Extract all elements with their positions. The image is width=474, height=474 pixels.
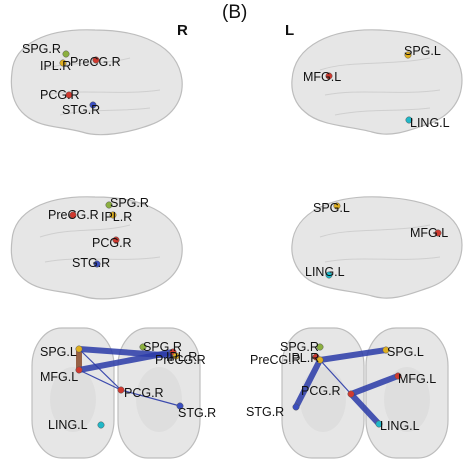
sulcus-line xyxy=(44,256,161,263)
node-pcg-r xyxy=(112,236,120,244)
sulcus-line xyxy=(39,224,131,238)
node-ipl-r xyxy=(172,352,180,360)
node-spg-r xyxy=(139,343,147,351)
label-ling-l: LING.L xyxy=(380,419,420,433)
label-ipl-r: IPL.R xyxy=(166,350,197,364)
node-ling-l xyxy=(325,271,333,279)
sulcus-line xyxy=(334,107,431,116)
label-ling-l: LING.L xyxy=(305,265,345,279)
label-spg-l: SPG.L xyxy=(313,201,350,215)
inner-shading xyxy=(50,367,96,432)
connection-edges xyxy=(76,346,401,427)
label-stg-r: STG.R xyxy=(246,405,284,419)
inner-shading xyxy=(136,367,182,432)
label-spg-r: SPG.R xyxy=(22,42,61,56)
node-stg-r xyxy=(176,402,184,410)
label-precg-r: PreCG.R xyxy=(48,208,99,222)
panel-label: (B) xyxy=(222,2,248,23)
node-spg-r xyxy=(105,201,113,209)
label-pcg-r: PCG.R xyxy=(124,386,164,400)
node-ipl-r xyxy=(59,59,67,67)
label-ling-l: LING.L xyxy=(48,418,88,432)
node-ipl-r xyxy=(316,356,324,364)
label-pcg-r: PCG.R xyxy=(92,236,132,250)
brain-medial-right xyxy=(10,196,183,300)
label-stg-r: STG.R xyxy=(72,256,110,270)
label-ling-l: LING.L xyxy=(410,116,450,130)
label-spg-l: SPG.L xyxy=(387,345,424,359)
right-hemisphere-label: R xyxy=(177,22,188,39)
brain-medial-left xyxy=(291,196,463,299)
brain-surfaces xyxy=(10,29,463,459)
node-precg-r xyxy=(69,211,77,219)
region-labels: SPG.RIPL.RPreCG.RPCG.RSTG.RSPG.LMFG.LLIN… xyxy=(22,42,450,433)
label-precg-r: PreCG.R xyxy=(70,55,121,69)
node-ipl-r xyxy=(109,211,117,219)
edge-mfg-l-to-pcg-r xyxy=(78,369,122,391)
label-ipl-r: IPL.R xyxy=(288,351,319,365)
label-spg-l: SPG.L xyxy=(404,44,441,58)
node-stg-r xyxy=(292,403,300,411)
inner-shading xyxy=(384,367,430,432)
sulcus-line xyxy=(324,89,441,96)
node-ling-l xyxy=(375,420,383,428)
edge-pcg-r-to-mfg-l xyxy=(348,373,401,397)
label-ipl-r: IPL.R xyxy=(40,59,71,73)
label-mfg-l: MFG.L xyxy=(410,226,448,240)
node-spg-l xyxy=(333,202,341,210)
node-ling-l xyxy=(97,421,105,429)
label-spg-l: SPG.L xyxy=(40,345,77,359)
label-stg-r: STG.R xyxy=(178,406,216,420)
label-mfg-l: MFG.L xyxy=(303,70,341,84)
label-stg-r: STG.R xyxy=(62,103,100,117)
sulcus-line xyxy=(59,107,151,116)
edge-mfg-l-to-precg-r xyxy=(76,349,176,373)
node-mfg-l xyxy=(394,372,402,380)
edge-pcg-r-to-stg-r xyxy=(120,389,181,407)
edge-spg-l-to-pcg-r xyxy=(78,348,122,391)
sulcus-line xyxy=(319,224,431,238)
sulcus-line xyxy=(39,57,131,71)
brain-lateral-left xyxy=(291,29,463,135)
label-pcg-r: PCG.R xyxy=(301,384,341,398)
node-spg-r xyxy=(316,343,324,351)
label-pcg-r: PCG.R xyxy=(40,88,80,102)
sulcus-line xyxy=(324,256,441,263)
left-hemisphere-label: L xyxy=(285,22,295,39)
node-ling-l xyxy=(405,116,413,124)
node-mfg-l xyxy=(325,72,333,80)
region-nodes xyxy=(59,50,442,429)
label-spg-r: SPG.R xyxy=(110,196,149,210)
sulcus-line xyxy=(319,57,431,71)
node-stg-r xyxy=(93,260,101,268)
node-spg-r xyxy=(62,50,70,58)
sulcus-line xyxy=(44,89,161,96)
node-pcg-r xyxy=(65,91,73,99)
inner-shading xyxy=(300,367,346,432)
node-pcg-r xyxy=(347,390,355,398)
label-mfg-l: MFG.L xyxy=(398,372,436,386)
label-ipl-r: IPL.R xyxy=(101,210,132,224)
node-mfg-l xyxy=(434,229,442,237)
node-spg-l xyxy=(382,346,390,354)
label-precg-r: PreCG.R xyxy=(250,353,301,367)
node-spg-l xyxy=(75,345,83,353)
node-mfg-l xyxy=(75,366,83,374)
node-stg-r xyxy=(89,101,97,109)
edge-ipl-r-to-stg-r xyxy=(293,357,323,410)
brain-lateral-right xyxy=(10,29,183,136)
node-pcg-r xyxy=(117,386,125,394)
edge-ipl-r-to-spg-l xyxy=(317,347,389,363)
label-spg-r: SPG.R xyxy=(143,340,182,354)
label-precg-r: PreCG.R xyxy=(155,353,206,367)
label-spg-r: SPG.R xyxy=(280,340,319,354)
node-spg-l xyxy=(404,51,412,59)
node-precg-r xyxy=(92,56,100,64)
edge-pcg-r-to-ling-l xyxy=(348,391,382,427)
edge-ipl-r-to-pcg-r xyxy=(319,359,352,395)
label-mfg-l: MFG.L xyxy=(40,370,78,384)
